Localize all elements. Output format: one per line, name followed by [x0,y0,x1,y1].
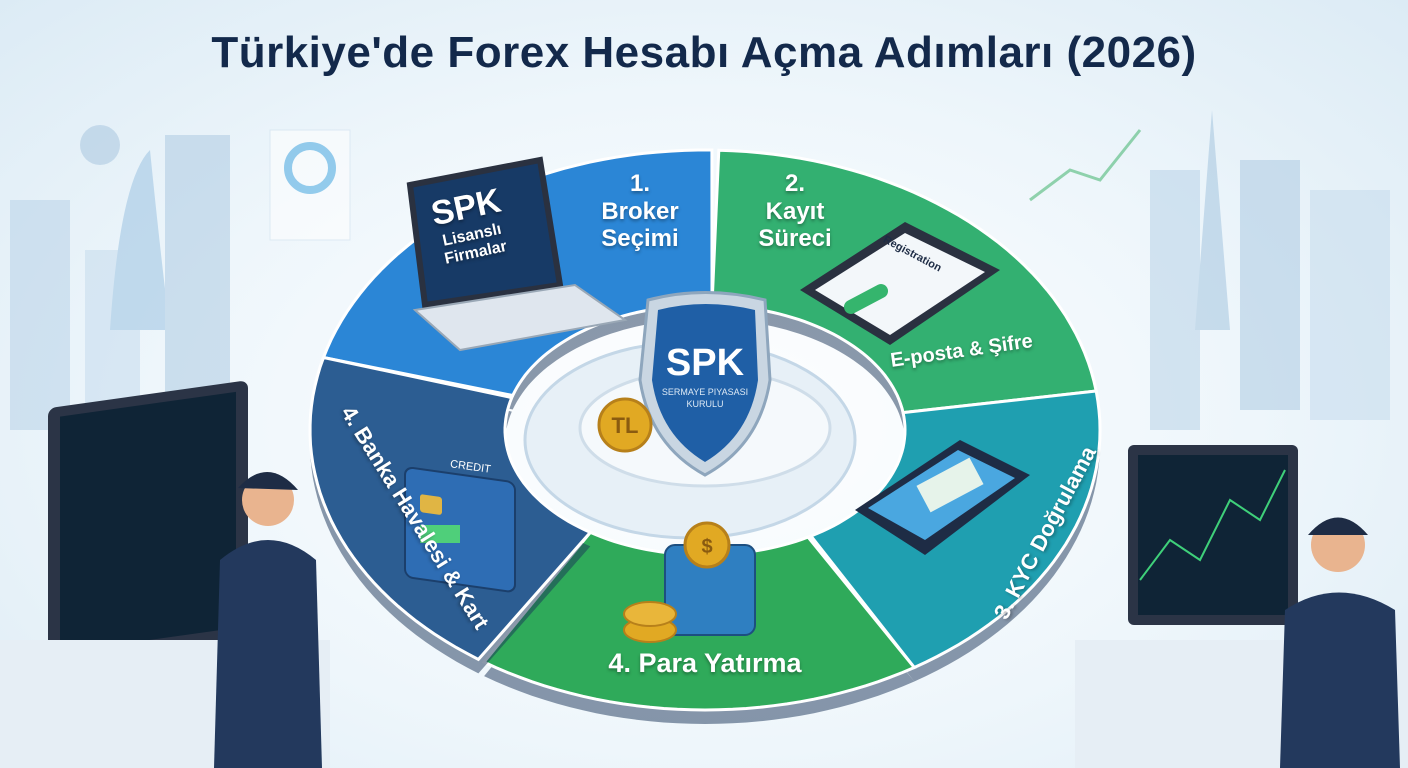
step-2-number: 2. [784,170,805,197]
tablet-registration-icon [800,222,1000,345]
step-1-title: Broker Seçimi [601,197,679,253]
kyc-phone-icon [855,440,1030,555]
tl-coin-text: TL [612,413,639,438]
shield-subtitle-1: SERMAYE PIYASASI [662,387,748,397]
page-title: Türkiye'de Forex Hesabı Açma Adımları (2… [211,28,1197,77]
spk-shield-icon [638,291,772,477]
left-city-illustration [10,125,351,430]
step-2-title: Kayıt Süreci [758,197,832,253]
shield-badge-text: SPK [666,342,745,384]
step-1-label: 1. Broker Seçimi [570,170,710,253]
wallet-coin-symbol: $ [701,536,712,558]
step-1-number: 1. [629,170,650,197]
wallet-coins-icon [623,521,756,643]
step-2-label: 2. Kayıt Süreci [730,170,860,253]
trader-person-right [1280,517,1400,768]
credit-card-icon [404,466,516,593]
laptop-icon [406,156,628,352]
right-city-illustration [1029,110,1390,430]
tl-coin-icon [597,397,653,453]
shield-subtitle-2: KURULU [686,399,723,409]
step-4-label: 4. Para Yatırma [608,648,802,678]
card-text: CREDIT [449,458,491,476]
trader-person-left [214,471,322,768]
